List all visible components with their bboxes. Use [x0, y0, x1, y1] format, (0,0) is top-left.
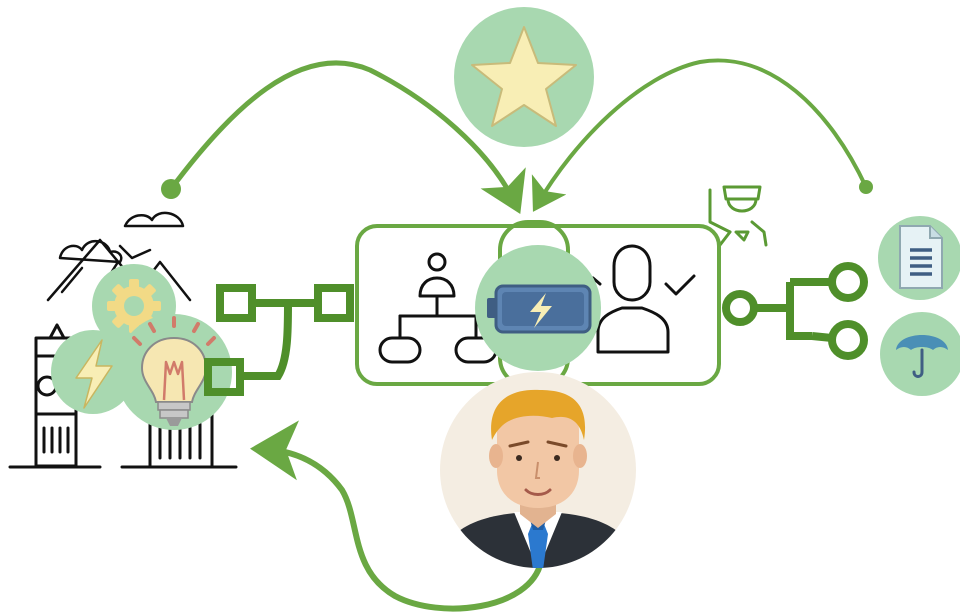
- lightbulb-icon: [132, 316, 216, 426]
- battery-badge: [475, 245, 601, 371]
- lightning-icon: [75, 339, 113, 409]
- approved-person-icon: [591, 244, 696, 354]
- arrow-person-to-city: [250, 420, 544, 612]
- connector-ring-top: [828, 262, 868, 302]
- star-badge: [454, 7, 594, 147]
- connector-ring-left: [722, 290, 758, 326]
- battery-icon: [487, 284, 592, 334]
- right-connector: [722, 262, 868, 360]
- businessman-avatar: [440, 372, 636, 568]
- gear-icon: [107, 279, 161, 333]
- connector-square-1: [216, 284, 256, 322]
- connector-ring-bottom: [828, 320, 868, 360]
- arrow-left-to-center: [168, 60, 526, 215]
- document-badge: [878, 216, 960, 300]
- police-officer-icon: [708, 185, 768, 247]
- connector-square-2: [314, 284, 354, 322]
- document-icon: [899, 225, 943, 289]
- arrow-right-to-center: [531, 58, 868, 212]
- curved-arrows: [161, 58, 873, 612]
- lightbulb-badge: [116, 314, 232, 430]
- umbrella-badge: [880, 312, 960, 396]
- star-icon: [471, 26, 577, 127]
- umbrella-badge-circle: [880, 312, 960, 396]
- connector-square-3: [204, 358, 244, 396]
- lightning-badge: [51, 330, 135, 414]
- left-connector: [204, 284, 354, 396]
- umbrella-icon: [896, 335, 948, 378]
